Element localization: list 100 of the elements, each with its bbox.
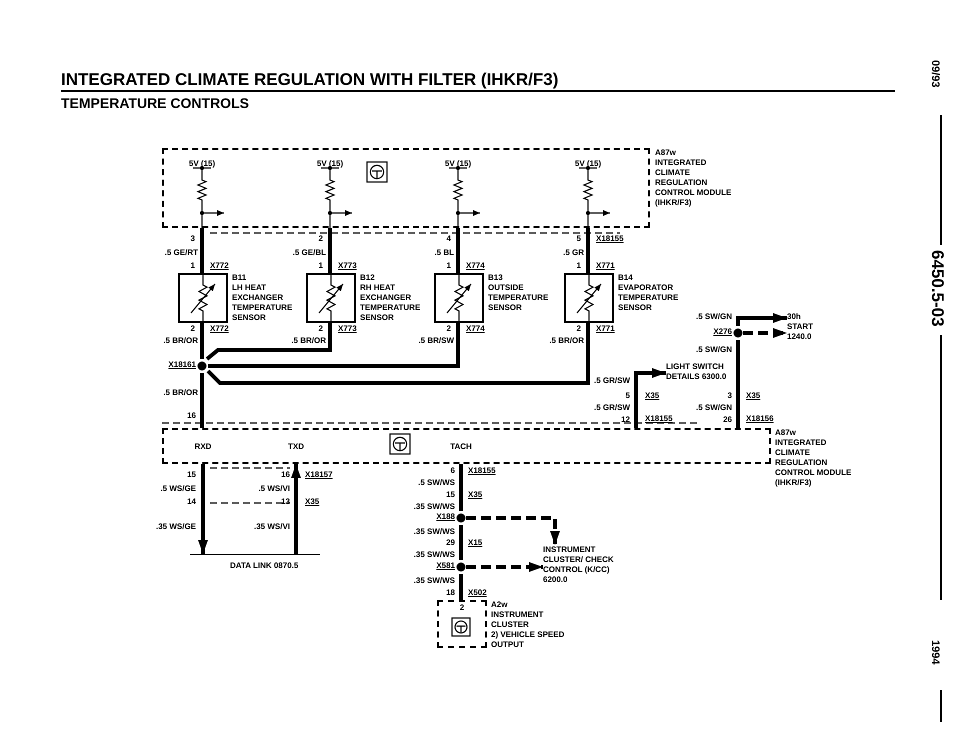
connector-code: X35: [468, 490, 482, 500]
voltage-label: 5V (15): [188, 159, 216, 169]
connector-code: X502: [468, 588, 487, 598]
signal-arrow: [466, 562, 543, 572]
signal-name: TACH: [450, 442, 472, 452]
wire: [208, 323, 460, 368]
pin-number: 3: [728, 391, 732, 401]
wire-arrow: [634, 368, 666, 428]
pin-number: 14: [187, 497, 196, 507]
signal-name: TXD: [288, 442, 304, 452]
page-title: INTEGRATED CLIMATE REGULATION WITH FILTER (IHKR/F3): [61, 70, 558, 90]
reference-note: LIGHT SWITCH DETAILS 6300.0: [666, 362, 730, 382]
wire-color-code: .5 GE/BL: [292, 248, 326, 258]
reference-note: 30h START 1240.0: [787, 312, 829, 342]
component-name: INSTRUMENT CLUSTER: [491, 610, 544, 630]
pin-number: 16: [187, 411, 196, 421]
component-name: LH HEAT EXCHANGER TEMPERATURE SENSOR: [232, 283, 294, 323]
page-code: 09/93: [930, 60, 940, 88]
wire-color-code: .5 BR/OR: [163, 388, 198, 398]
pin-number: 2: [446, 324, 451, 334]
connector-code: X35: [746, 391, 760, 401]
wire-color-code: .35 SW/WS: [414, 502, 455, 512]
connector-code: X18155: [596, 234, 624, 244]
wire-color-code: .5 GR/SW: [594, 403, 630, 413]
pin-number: 29: [446, 538, 455, 548]
wire-color-code: .35 SW/WS: [414, 576, 455, 586]
component-code: B11: [232, 273, 248, 283]
wire: [586, 228, 590, 273]
connector-code: X15: [468, 538, 482, 548]
wire-color-code: .5 WS/VI: [258, 484, 290, 494]
pin-number: 3: [190, 234, 195, 244]
connector-code: X35: [305, 497, 320, 507]
connector-code: X771: [596, 261, 615, 271]
pin-number: 5: [626, 391, 630, 401]
pin-number: 2: [576, 324, 581, 334]
wire: [736, 340, 740, 428]
page-subtitle: TEMPERATURE CONTROLS: [61, 95, 249, 111]
connector-code: X188: [436, 512, 455, 522]
pin-number: 18: [446, 588, 455, 598]
wire-color-code: .5 WS/GE: [160, 484, 196, 494]
pin-number: 26: [723, 415, 732, 425]
wire: [200, 373, 204, 428]
pin-number: 15: [446, 490, 455, 500]
pin-number: 1: [318, 261, 323, 271]
wire-color-code: .5 GE/RT: [164, 248, 198, 258]
connector-code: X774: [466, 324, 485, 334]
wire-arrow: [736, 313, 787, 326]
pin-number: 5: [576, 234, 581, 244]
connector-code: X18155: [468, 466, 496, 476]
wire: [456, 228, 460, 273]
pin-number: 16: [281, 470, 290, 480]
wire: [459, 464, 463, 511]
component-code: B14: [618, 273, 634, 283]
wire-color-code: .5 BR/OR: [549, 336, 584, 346]
pin-number: 2: [318, 234, 323, 244]
pin-number: 2: [190, 324, 195, 334]
component-code: B13: [488, 273, 504, 283]
page-number: 6450.5-03: [927, 250, 947, 327]
wire-color-code: .5 SW/GN: [696, 403, 732, 413]
pin-number: 2: [460, 603, 464, 613]
pin-note: 2) VEHICLE SPEED OUTPUT: [491, 630, 566, 650]
wire-arrow: [198, 464, 208, 554]
pin-number: 12: [621, 415, 630, 425]
pin-number: 6: [450, 466, 455, 476]
wire-color-code: .5 BR/OR: [291, 336, 326, 346]
wire-color-code: .5 GR: [563, 248, 584, 258]
connector-code: X581: [436, 561, 455, 571]
wire-color-code: .5 SW/GN: [696, 345, 732, 355]
pin-number: 2: [318, 324, 323, 334]
wire-color-code: .35 WS/GE: [156, 522, 196, 532]
component-code: B12: [360, 273, 376, 283]
voltage-label: 5V (15): [316, 159, 344, 169]
wire-color-code: .5 BR/SW: [418, 336, 454, 346]
component-code: A2w: [491, 600, 508, 610]
connector-code: X773: [338, 324, 357, 334]
connector-code: X18156: [746, 414, 774, 424]
connector-code: X18157: [305, 470, 333, 480]
reference-note: INSTRUMENT CLUSTER/ CHECK CONTROL (K/CC) 6200.0: [543, 545, 617, 585]
pin-number: 4: [446, 234, 451, 244]
pin-number: 1: [190, 261, 195, 271]
signal-arrow: [466, 516, 560, 545]
wire-color-code: .5 GR/SW: [594, 376, 630, 386]
connector-code: X772: [210, 324, 229, 334]
signal-name: RXD: [194, 442, 212, 452]
component-name: RH HEAT EXCHANGER TEMPERATURE SENSOR: [360, 283, 422, 323]
wire-color-code: .35 WS/VI: [254, 522, 290, 532]
wire: [328, 228, 332, 273]
wire-arrow: [291, 464, 301, 554]
signal-arrow: [743, 328, 787, 338]
component-name: INTEGRATED CLIMATE REGULATION CONTROL MODULE (IHKR/F3): [655, 158, 732, 208]
page-code: 1994: [930, 640, 940, 664]
voltage-label: 5V (15): [444, 159, 472, 169]
wire-color-code: .5 SW/GN: [696, 312, 732, 322]
component-code: A87w: [775, 428, 797, 438]
component-name: EVAPORATOR TEMPERATURE SENSOR: [618, 283, 680, 313]
component-name: OUTSIDE TEMPERATURE SENSOR: [488, 283, 550, 313]
wire-color-code: .5 SW/WS: [418, 478, 455, 488]
wire: [200, 323, 204, 359]
pin-number: 1: [576, 261, 581, 271]
component-name: INTEGRATED CLIMATE REGULATION CONTROL MODULE (IHKR/F3): [775, 438, 852, 488]
